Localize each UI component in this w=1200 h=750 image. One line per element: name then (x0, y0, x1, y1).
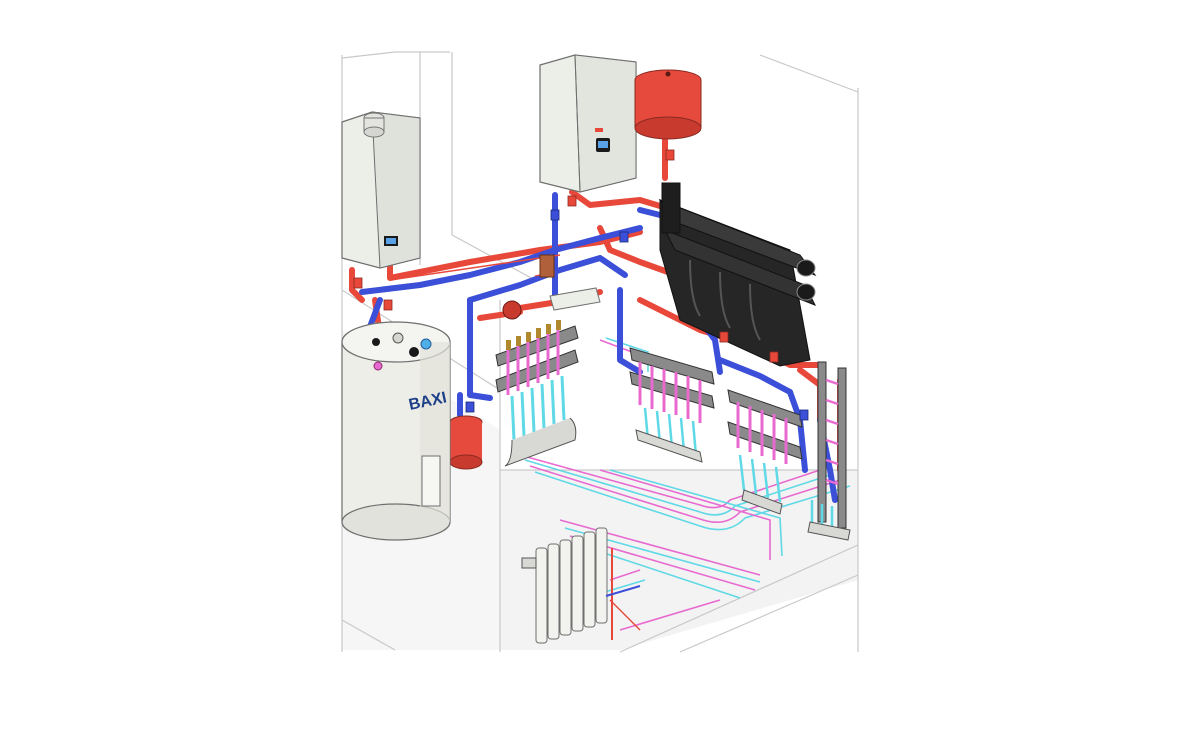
expansion-vessel-small (449, 415, 483, 470)
insulated-header (658, 182, 817, 367)
pipe-fittings (353, 149, 779, 363)
floor-manifold-2 (629, 347, 715, 463)
pipe-fittings-blue (465, 209, 809, 421)
floor-manifold-1 (495, 320, 579, 467)
pump-group (502, 254, 601, 320)
radiator (521, 527, 641, 644)
wall-boiler-right (539, 54, 637, 193)
floor-manifold-4 (807, 361, 851, 541)
expansion-vessel-top (634, 69, 702, 140)
hot-water-cylinder: BAXI (341, 321, 451, 541)
floor-manifold-3 (727, 389, 803, 515)
wall-boiler-left (341, 111, 421, 269)
